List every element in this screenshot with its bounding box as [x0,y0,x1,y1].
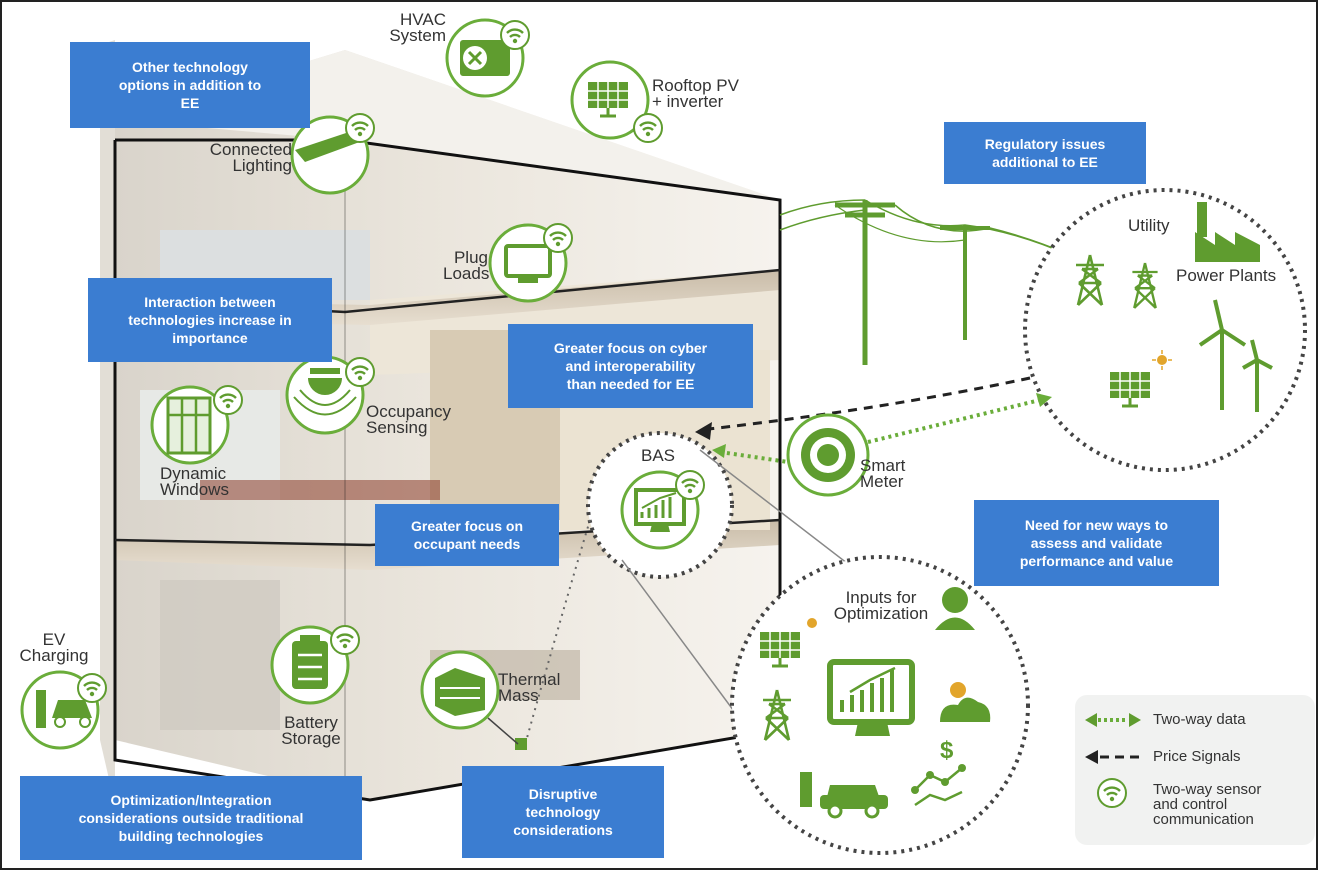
svg-text:$: $ [940,737,954,764]
thermal-mass-marker [515,738,527,750]
legend-two-way-data-swatch [1085,713,1141,727]
wifi-icon [674,469,706,501]
dollar-icon: $ [911,737,966,807]
label-hvac: HVAC System [389,10,446,45]
callout-interaction: Interaction between technologies increas… [88,278,332,362]
two-way-data-line [867,398,1041,444]
callout-assess: Need for new ways to assess and validate… [974,500,1219,586]
legend-price-signals: Price Signals [1153,748,1241,765]
cloud-sun-icon [940,682,991,722]
smart-meter-icon [786,413,870,497]
person-icon [935,587,975,630]
solar-panel-icon [570,60,650,140]
callout-other-technology: Other technology options in addition to … [70,42,310,128]
legend-two-way-data: Two-way data [1153,711,1246,728]
wifi-icon [632,112,664,144]
legend-price-signal-swatch [1085,750,1142,764]
label-connected-lighting: Connected Lighting [209,140,292,175]
label-inputs-optimization: Inputs for Optimization [833,588,929,623]
battery-icon [270,625,350,705]
label-utility: Utility [1128,216,1170,235]
label-thermal-mass: Thermal Mass [498,670,561,705]
bas-monitor-icon [827,659,915,736]
two-way-data-line [719,450,789,464]
legend-box [1075,695,1315,845]
wifi-icon [329,624,361,656]
label-rooftop-pv: Rooftop PV + inverter [652,76,739,111]
wifi-icon [1096,777,1128,809]
label-bas: BAS [641,446,676,465]
label-power-plants: Power Plants [1176,266,1277,285]
legend-sensor-communication: Two-way sensor and control communication [1153,781,1262,828]
ev-car-icon [800,772,888,819]
callout-cyber: Greater focus on cyber and interoperabil… [508,324,753,408]
window-icon [150,385,230,465]
callout-optimization: Optimization/Integration considerations … [20,776,362,860]
wifi-icon [344,356,376,388]
wifi-icon [542,222,574,254]
label-plug-loads: Plug Loads [443,248,490,283]
wifi-icon [344,112,376,144]
power-lines [779,199,1101,365]
solar-panel-icon [758,618,817,668]
callout-disruptive: Disruptive technology considerations [462,766,664,858]
wifi-icon [76,672,108,704]
label-battery-storage: Battery Storage [281,713,341,748]
label-occupancy-sensing: Occupancy Sensing [366,402,452,437]
label-dynamic-windows: Dynamic Windows [160,464,229,499]
price-signal-line [699,376,1031,432]
connector-line [487,717,519,745]
wifi-icon [212,384,244,416]
callout-regulatory: Regulatory issues additional to EE [944,122,1146,184]
solar-panel-icon [1108,350,1172,408]
factory-icon [1195,202,1260,262]
label-smart-meter: Smart Meter [860,456,906,491]
wifi-icon [499,19,531,51]
thermal-mass-icon [420,650,500,730]
label-ev-charging: EV Charging [19,630,89,665]
callout-occupant: Greater focus on occupant needs [375,504,559,566]
wind-turbine-icon [1198,299,1273,412]
